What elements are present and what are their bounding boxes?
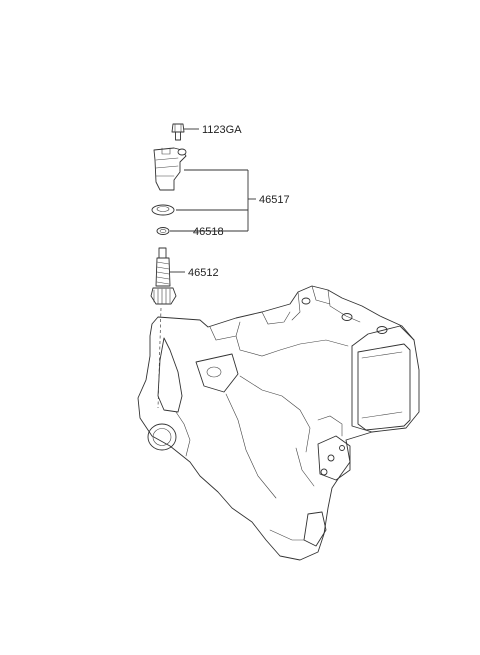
label-46512: 46512 — [188, 267, 219, 279]
assembly-axis-line — [157, 307, 162, 409]
transmission-housing — [137, 285, 420, 561]
o-ring-46518 — [156, 227, 170, 235]
label-46517: 46517 — [259, 194, 290, 206]
leader-lines — [170, 128, 256, 273]
label-46518: 46518 — [193, 226, 224, 238]
speed-sensor-part — [153, 147, 187, 191]
bolt-part — [171, 123, 185, 141]
o-ring-upper — [151, 204, 175, 216]
driven-gear-part — [150, 247, 177, 305]
label-1123ga: 1123GA — [202, 124, 242, 136]
